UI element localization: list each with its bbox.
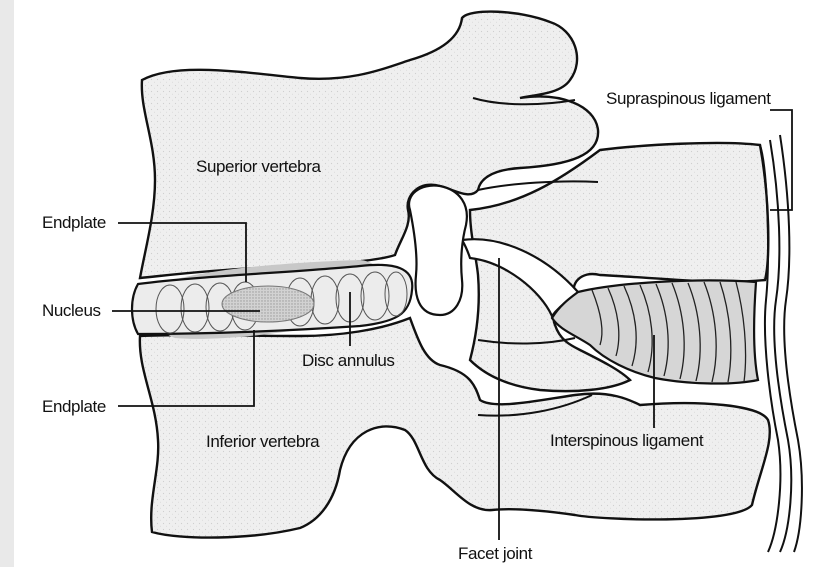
label-endplate-top: Endplate xyxy=(42,213,106,232)
label-endplate-bottom: Endplate xyxy=(42,397,106,416)
label-interspinous-ligament: Interspinous ligament xyxy=(550,431,704,450)
label-inferior-vertebra: Inferior vertebra xyxy=(206,432,320,451)
label-nucleus: Nucleus xyxy=(42,301,101,320)
label-supraspinous-ligament: Supraspinous ligament xyxy=(606,89,771,108)
supraspinous-ligament-shape xyxy=(760,135,802,552)
nucleus-shape xyxy=(222,286,314,322)
label-superior-vertebra: Superior vertebra xyxy=(196,157,321,176)
label-disc-annulus: Disc annulus xyxy=(302,351,395,370)
intervertebral-foramen xyxy=(409,186,467,315)
left-frame xyxy=(0,0,14,567)
label-facet-joint: Facet joint xyxy=(458,544,533,563)
